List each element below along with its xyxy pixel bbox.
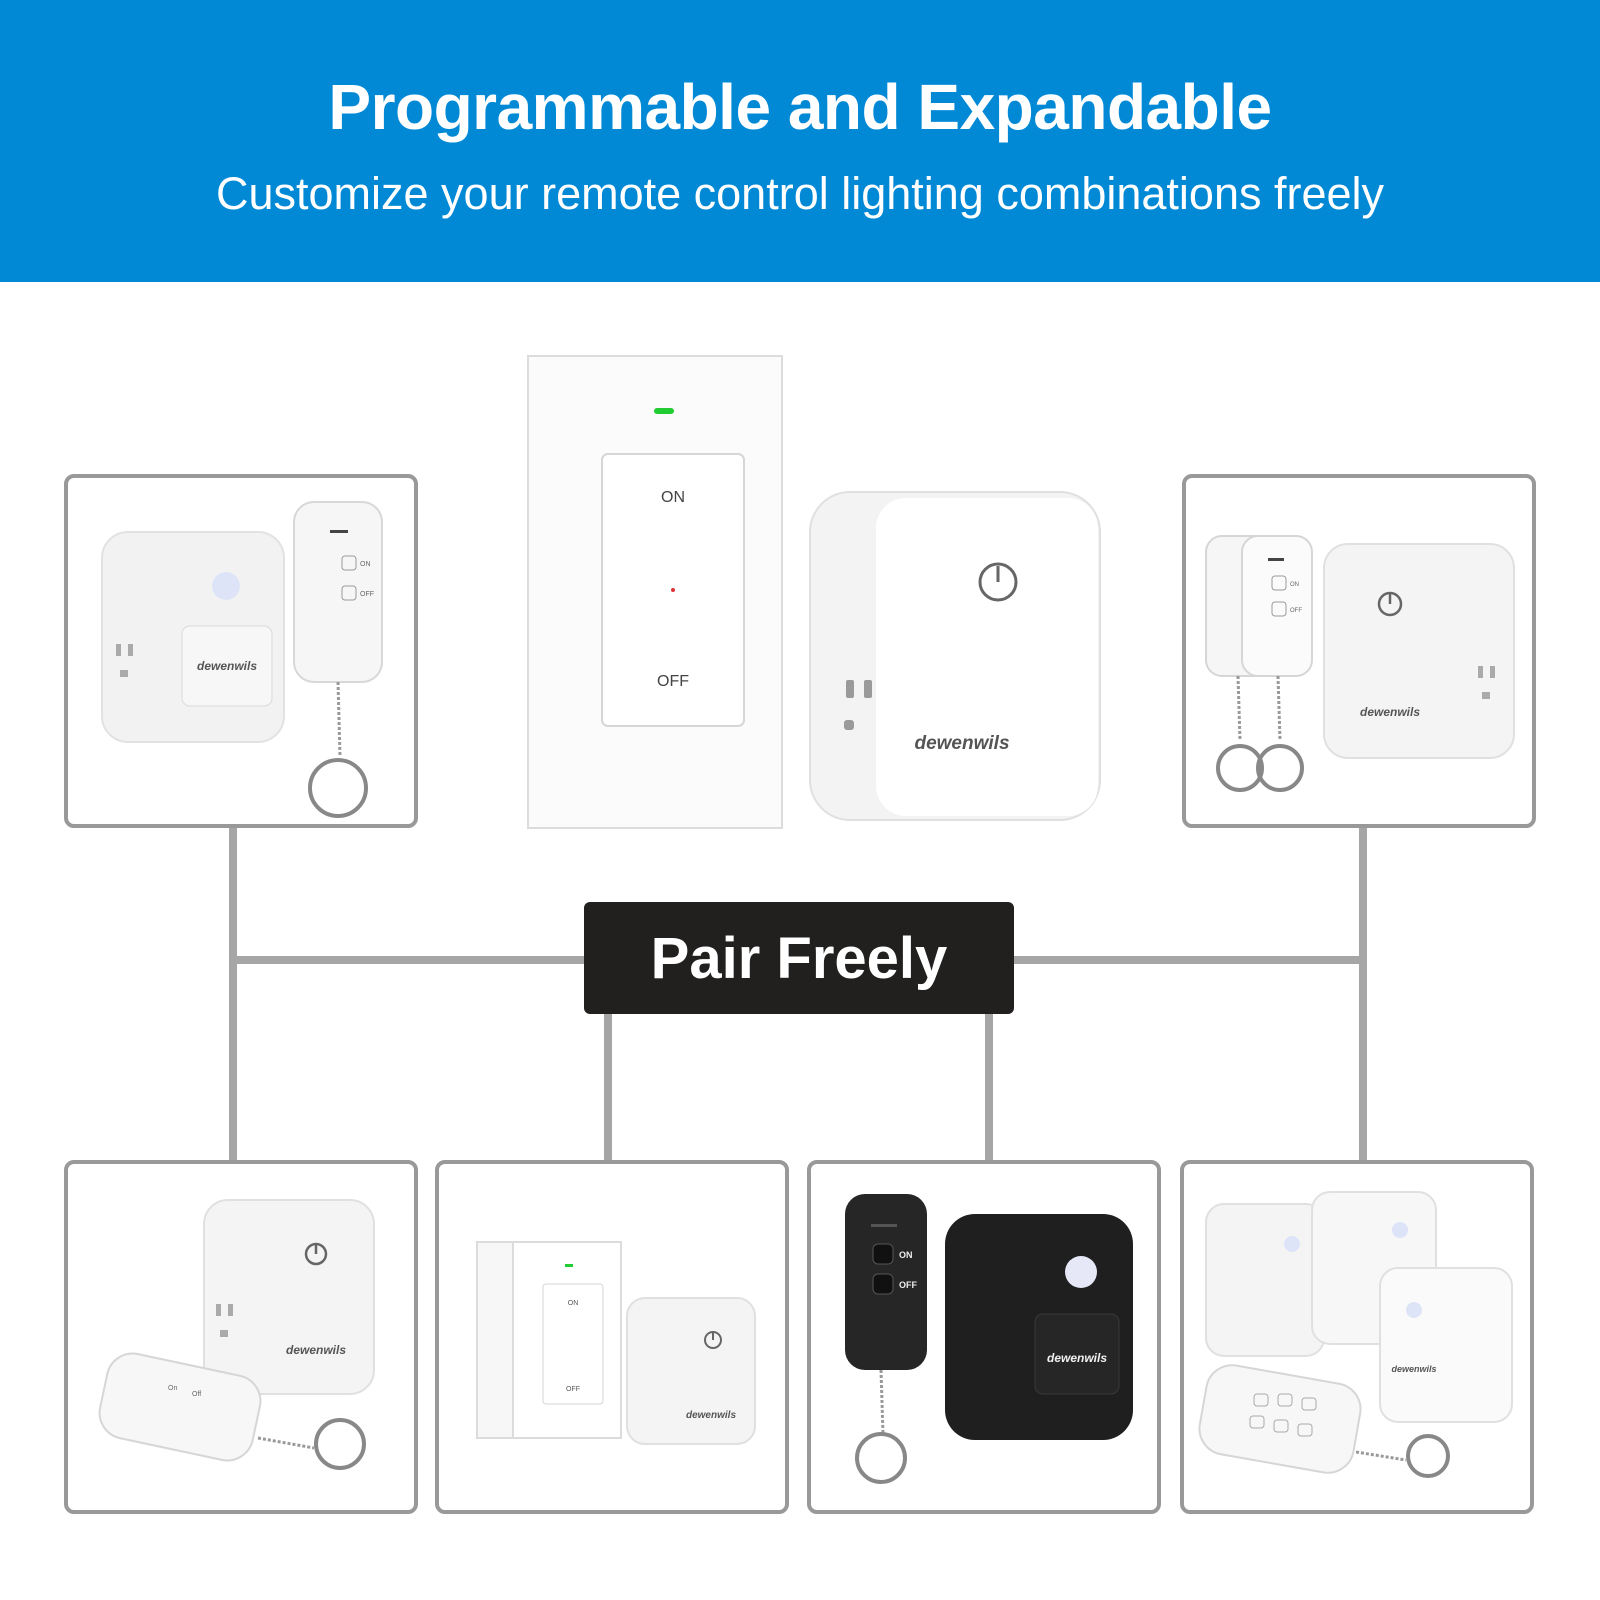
outlet-receiver	[1379, 1267, 1513, 1423]
power-button-icon	[1377, 591, 1403, 617]
combo-box-top-right: ON OFF dewenwils	[1182, 474, 1536, 828]
pair-freely-badge: Pair Freely	[584, 902, 1014, 1014]
svg-text:dewenwils: dewenwils	[286, 1343, 346, 1357]
svg-text:ON: ON	[1290, 582, 1299, 588]
svg-text:Off: Off	[192, 1391, 201, 1398]
svg-text:ON: ON	[360, 561, 371, 568]
svg-text:On: On	[168, 1385, 177, 1392]
hero-switch-receiver: ON OFF dewenwils	[527, 355, 1101, 829]
light-sensor-icon	[1065, 1256, 1097, 1288]
banner-title: Programmable and Expandable	[328, 71, 1272, 143]
combo-box-bottom-1: dewenwils On Off	[64, 1160, 418, 1514]
combo-box-bottom-4: dewenwils	[1180, 1160, 1534, 1514]
svg-text:OFF: OFF	[1290, 608, 1302, 614]
outlet-receiver	[203, 1199, 375, 1395]
outlet-receiver	[1205, 1203, 1325, 1357]
banner-subtitle: Customize your remote control lighting c…	[215, 168, 1385, 219]
combo-box-bottom-3: ON OFF dewenwils	[807, 1160, 1161, 1514]
svg-text:ON: ON	[899, 1250, 913, 1260]
power-button-icon	[704, 1331, 722, 1349]
svg-text:dewenwils: dewenwils	[686, 1410, 736, 1421]
svg-text:dewenwils: dewenwils	[1360, 705, 1420, 719]
svg-text:OFF: OFF	[566, 1386, 580, 1393]
brand-logo: dewenwils	[914, 733, 1009, 754]
outlet-receiver	[1323, 543, 1515, 759]
svg-text:dewenwils: dewenwils	[1047, 1351, 1107, 1365]
switch-off-label: OFF	[657, 673, 689, 690]
switch-on-label: ON	[661, 489, 685, 506]
svg-text:dewenwils: dewenwils	[197, 659, 257, 673]
combo-box-top-left: dewenwils ON OFF	[64, 474, 418, 828]
svg-text:OFF: OFF	[360, 591, 374, 598]
svg-text:OFF: OFF	[899, 1280, 917, 1290]
svg-text:dewenwils: dewenwils	[1391, 1364, 1436, 1374]
keychain-remote	[98, 1352, 262, 1462]
power-button-icon	[978, 562, 1018, 602]
header-banner: Programmable and Expandable Customize yo…	[0, 0, 1600, 282]
keychain-remote	[1198, 1364, 1362, 1474]
outlet-icon	[844, 680, 872, 730]
svg-text:ON: ON	[568, 1300, 579, 1307]
light-sensor-icon	[212, 572, 240, 600]
power-button-icon	[304, 1242, 328, 1266]
keychain-remote	[1241, 535, 1313, 677]
combo-box-bottom-2: ON OFF dewenwils	[435, 1160, 789, 1514]
led-indicator	[654, 408, 674, 414]
outlet-receiver	[626, 1297, 756, 1445]
